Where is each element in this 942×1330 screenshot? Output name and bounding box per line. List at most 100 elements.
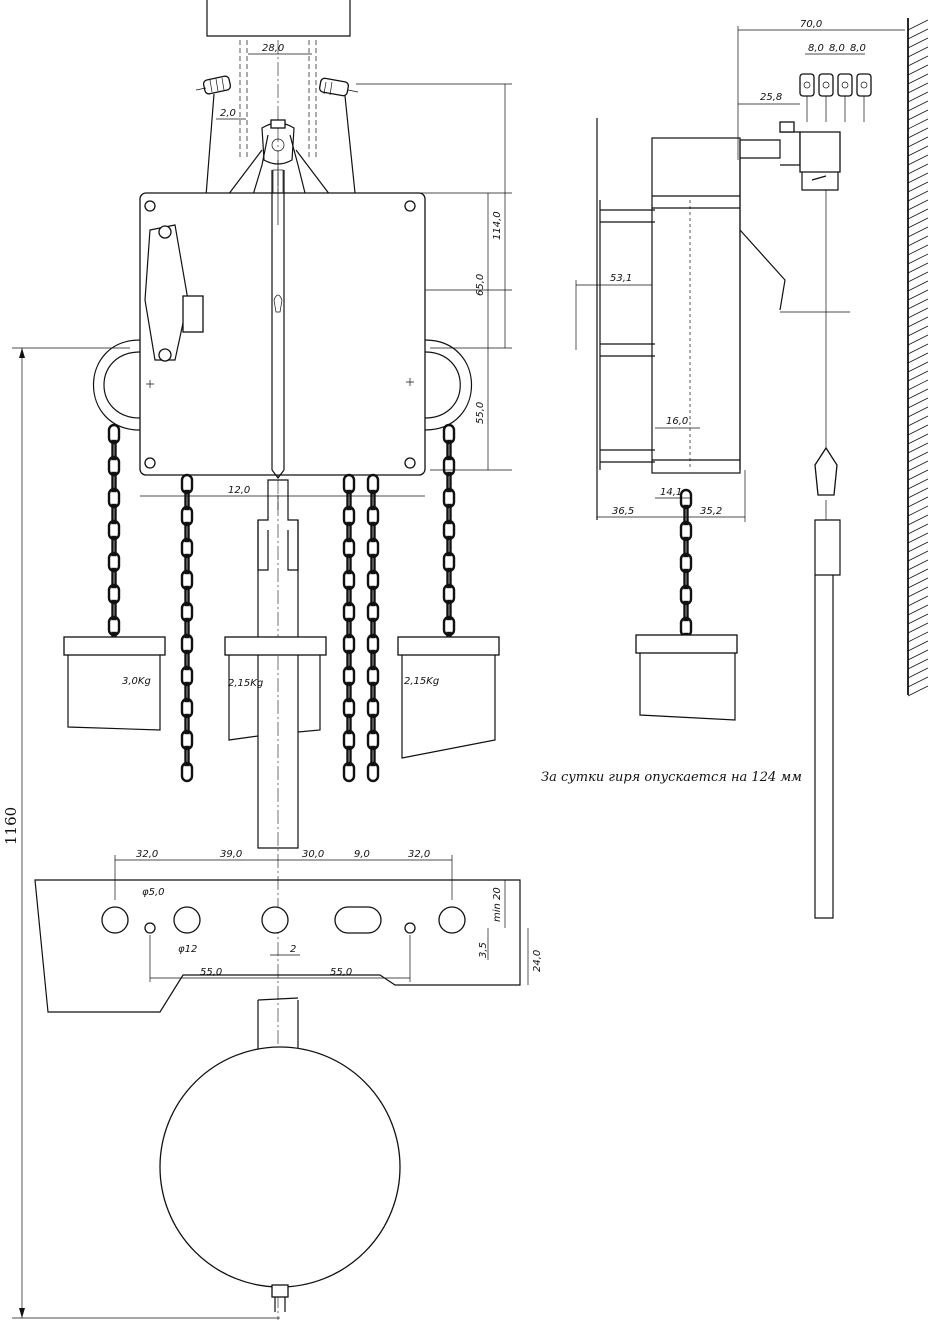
chain-left-link (107, 551, 121, 573)
chain-left-link (107, 423, 121, 445)
hatch-line (907, 406, 929, 418)
hatch-line (907, 676, 929, 688)
dim-114: 114,0 (492, 211, 503, 240)
chain-mid-right-2-link (370, 745, 376, 767)
chain-mid-left-link (184, 521, 190, 543)
hatch-line (907, 649, 929, 661)
chain-mid-right-2-link (370, 617, 376, 639)
weight-left: 3,0Kg (63, 636, 166, 731)
dim-16: 16,0 (666, 416, 688, 427)
hatch-line (907, 487, 929, 499)
hatch-line (907, 523, 929, 535)
hatch-line (907, 82, 929, 94)
hatch-line (907, 667, 929, 679)
chain-mid-left-link (184, 713, 190, 735)
movement-plate (93, 160, 472, 479)
dim-3-5: 3,5 (478, 942, 489, 958)
dim-53-1: 53,1 (610, 273, 632, 284)
hatch-line (907, 244, 929, 256)
chain-mid-right-link (342, 473, 356, 495)
hatch-line (907, 154, 929, 166)
chain-mid-left-link (184, 489, 190, 511)
chain-side-link (679, 584, 693, 606)
hatch-line (907, 514, 929, 526)
hatch-line (907, 469, 929, 481)
chain-side-link (683, 568, 689, 590)
chain-left-link (107, 487, 121, 509)
chain-mid-right-link (342, 633, 356, 655)
dim-spacing-4: 9,0 (354, 849, 370, 860)
dim-8-3: 8,0 (850, 43, 866, 54)
chain-right-link (446, 439, 452, 461)
dim-small-hole: φ5,0 (142, 887, 165, 898)
chain-mid-right-2-link (370, 521, 376, 543)
chain-mid-right-link (342, 569, 356, 591)
chain-mid-right-link (346, 489, 352, 511)
chain-right-link (446, 503, 452, 525)
chain-side-link (683, 504, 689, 526)
chain-mid-right-link (346, 585, 352, 607)
hatch-line (907, 19, 929, 31)
chain-mid-right-2-link (366, 633, 380, 655)
chain-mid-left-link (180, 665, 194, 687)
hatch-line (907, 496, 929, 508)
chain-side-link (679, 520, 693, 542)
weight-right-label: 2,15Kg (404, 676, 439, 687)
chain-mid-right-2-link (366, 729, 380, 751)
chain-left-link (107, 583, 121, 605)
hatch-line (907, 631, 929, 643)
hatch-line (907, 379, 929, 391)
dim-half-span-1: 55,0 (200, 967, 222, 978)
chain-mid-left-link (184, 553, 190, 575)
hatch-line (907, 235, 929, 247)
chain-mid-right-link (342, 505, 356, 527)
chain-left-link (111, 471, 117, 493)
hatch-line (907, 559, 929, 571)
chain-mid-right-2-link (366, 697, 380, 719)
hatch-line (907, 343, 929, 355)
hatch-line (907, 136, 929, 148)
chain-left-link (107, 615, 121, 637)
side-weight-body (639, 653, 736, 721)
hatch-line (907, 622, 929, 634)
dim-14-1: 14,1 (660, 487, 682, 498)
hatch-line (907, 37, 929, 49)
hatch-line (907, 334, 929, 346)
chain-side-link (683, 600, 689, 622)
hatch-line (907, 541, 929, 553)
dim-spacing-5: 32,0 (408, 849, 430, 860)
hatch-line (907, 298, 929, 310)
dim-24: 24,0 (532, 950, 543, 972)
hatch-line (907, 109, 929, 121)
hatch-line (907, 640, 929, 652)
chain-right-link (442, 615, 456, 637)
hatch-line (907, 271, 929, 283)
hatch-line (907, 226, 929, 238)
hatch-line (907, 424, 929, 436)
chain-mid-left-link (180, 505, 194, 527)
chain-left-link (111, 439, 117, 461)
hatch-line (907, 145, 929, 157)
hatch-line (907, 217, 929, 229)
hatch-line (907, 595, 929, 607)
chain-mid-left-link (180, 697, 194, 719)
chain-mid-right-2-link (370, 681, 376, 703)
pendulum-bob (159, 997, 401, 1312)
hatch-line (907, 199, 929, 211)
hatch-line (907, 451, 929, 463)
side-chain (679, 488, 693, 654)
chain-mid-left-link (180, 601, 194, 623)
chain-right-link (442, 423, 456, 445)
chain-mid-left-link (180, 729, 194, 751)
hatch-line (907, 316, 929, 328)
chain-mid-right-2-link (366, 761, 380, 783)
dim-65: 65,0 (475, 274, 486, 296)
chain-right-link (442, 551, 456, 573)
chain-mid-right-link (342, 601, 356, 623)
side-view: 70,0 8,0 8,0 8,0 25,8 (541, 18, 929, 919)
chain-right-link (442, 487, 456, 509)
hatch-line (907, 280, 929, 292)
left-pulley (195, 75, 232, 95)
chain-mid-left-link (180, 473, 194, 495)
weight-right: 2,15Kg (397, 636, 500, 759)
